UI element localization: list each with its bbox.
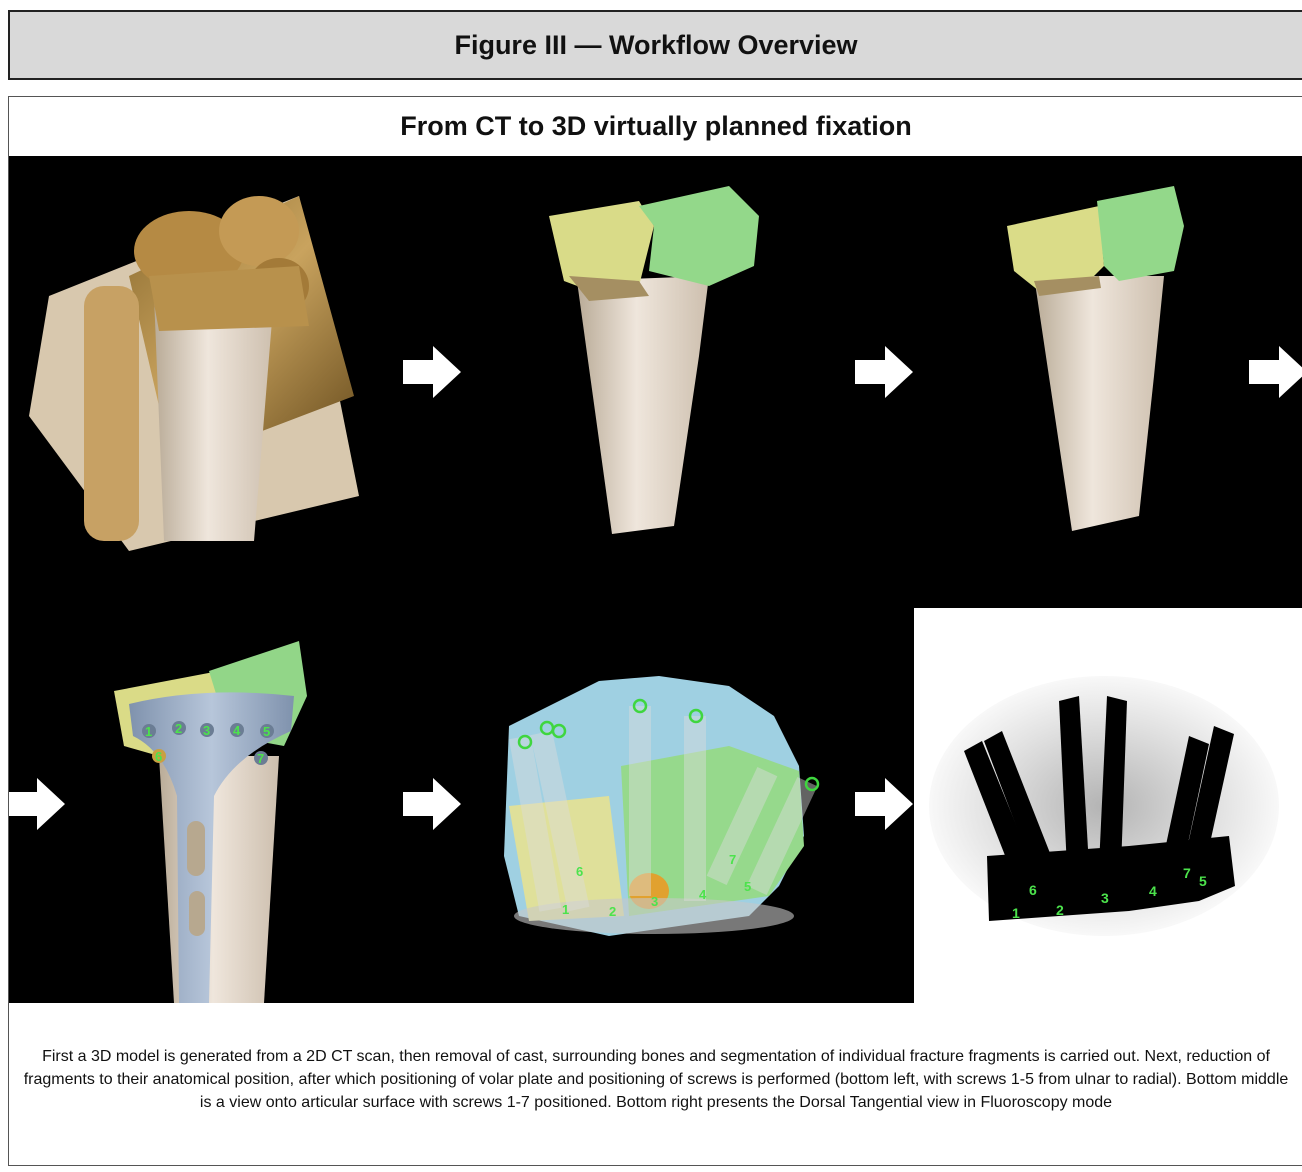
screw-label: 2 [1056,902,1064,918]
volar-plate-model: 1 2 3 4 5 6 7 [114,641,307,1003]
arrow-icon [9,778,65,830]
screw-label: 4 [699,887,707,902]
ct-volume-render [29,196,359,551]
screw-label: 6 [1029,882,1037,898]
screw-label: 1 [145,724,152,739]
screw-label: 5 [1199,873,1207,889]
panel-title: From CT to 3D virtually planned fixation [9,111,1302,142]
screw-label: 4 [1149,883,1157,899]
arrow-icon [855,778,913,830]
screw-label: 5 [263,724,270,739]
figure-caption: First a 3D model is generated from a 2D … [23,1045,1289,1114]
figure-image-grid: 1 2 3 4 5 6 7 [9,156,1302,1003]
reduced-fragments-model [1007,186,1184,531]
screw-label: 1 [1012,905,1020,921]
fluoroscopy-view: 1 6 2 3 4 7 5 [914,608,1302,1003]
screw-label: 7 [729,852,736,867]
screw-label: 3 [1101,890,1109,906]
arrow-icon [1249,346,1302,398]
figure-header: Figure III — Workflow Overview [8,10,1302,80]
screw-label: 7 [257,751,264,766]
screw-label: 6 [576,864,583,879]
segmented-fragments-model [549,186,759,534]
screw-label: 5 [744,879,751,894]
screw-label: 1 [562,902,569,917]
arrow-icon [403,346,461,398]
arrow-icon [403,778,461,830]
figure-panel: From CT to 3D virtually planned fixation [8,96,1302,1166]
screw-label: 7 [1183,865,1191,881]
screw-label: 3 [651,894,658,909]
screw-label: 2 [609,904,616,919]
screw-label: 4 [233,723,241,738]
screw-label: 3 [203,723,210,738]
figure-title: Figure III — Workflow Overview [454,30,857,61]
screw-label: 2 [175,721,182,736]
articular-surface-model: 1 2 3 4 5 6 7 [504,676,818,936]
arrow-icon [855,346,913,398]
screw-label: 6 [155,749,162,764]
